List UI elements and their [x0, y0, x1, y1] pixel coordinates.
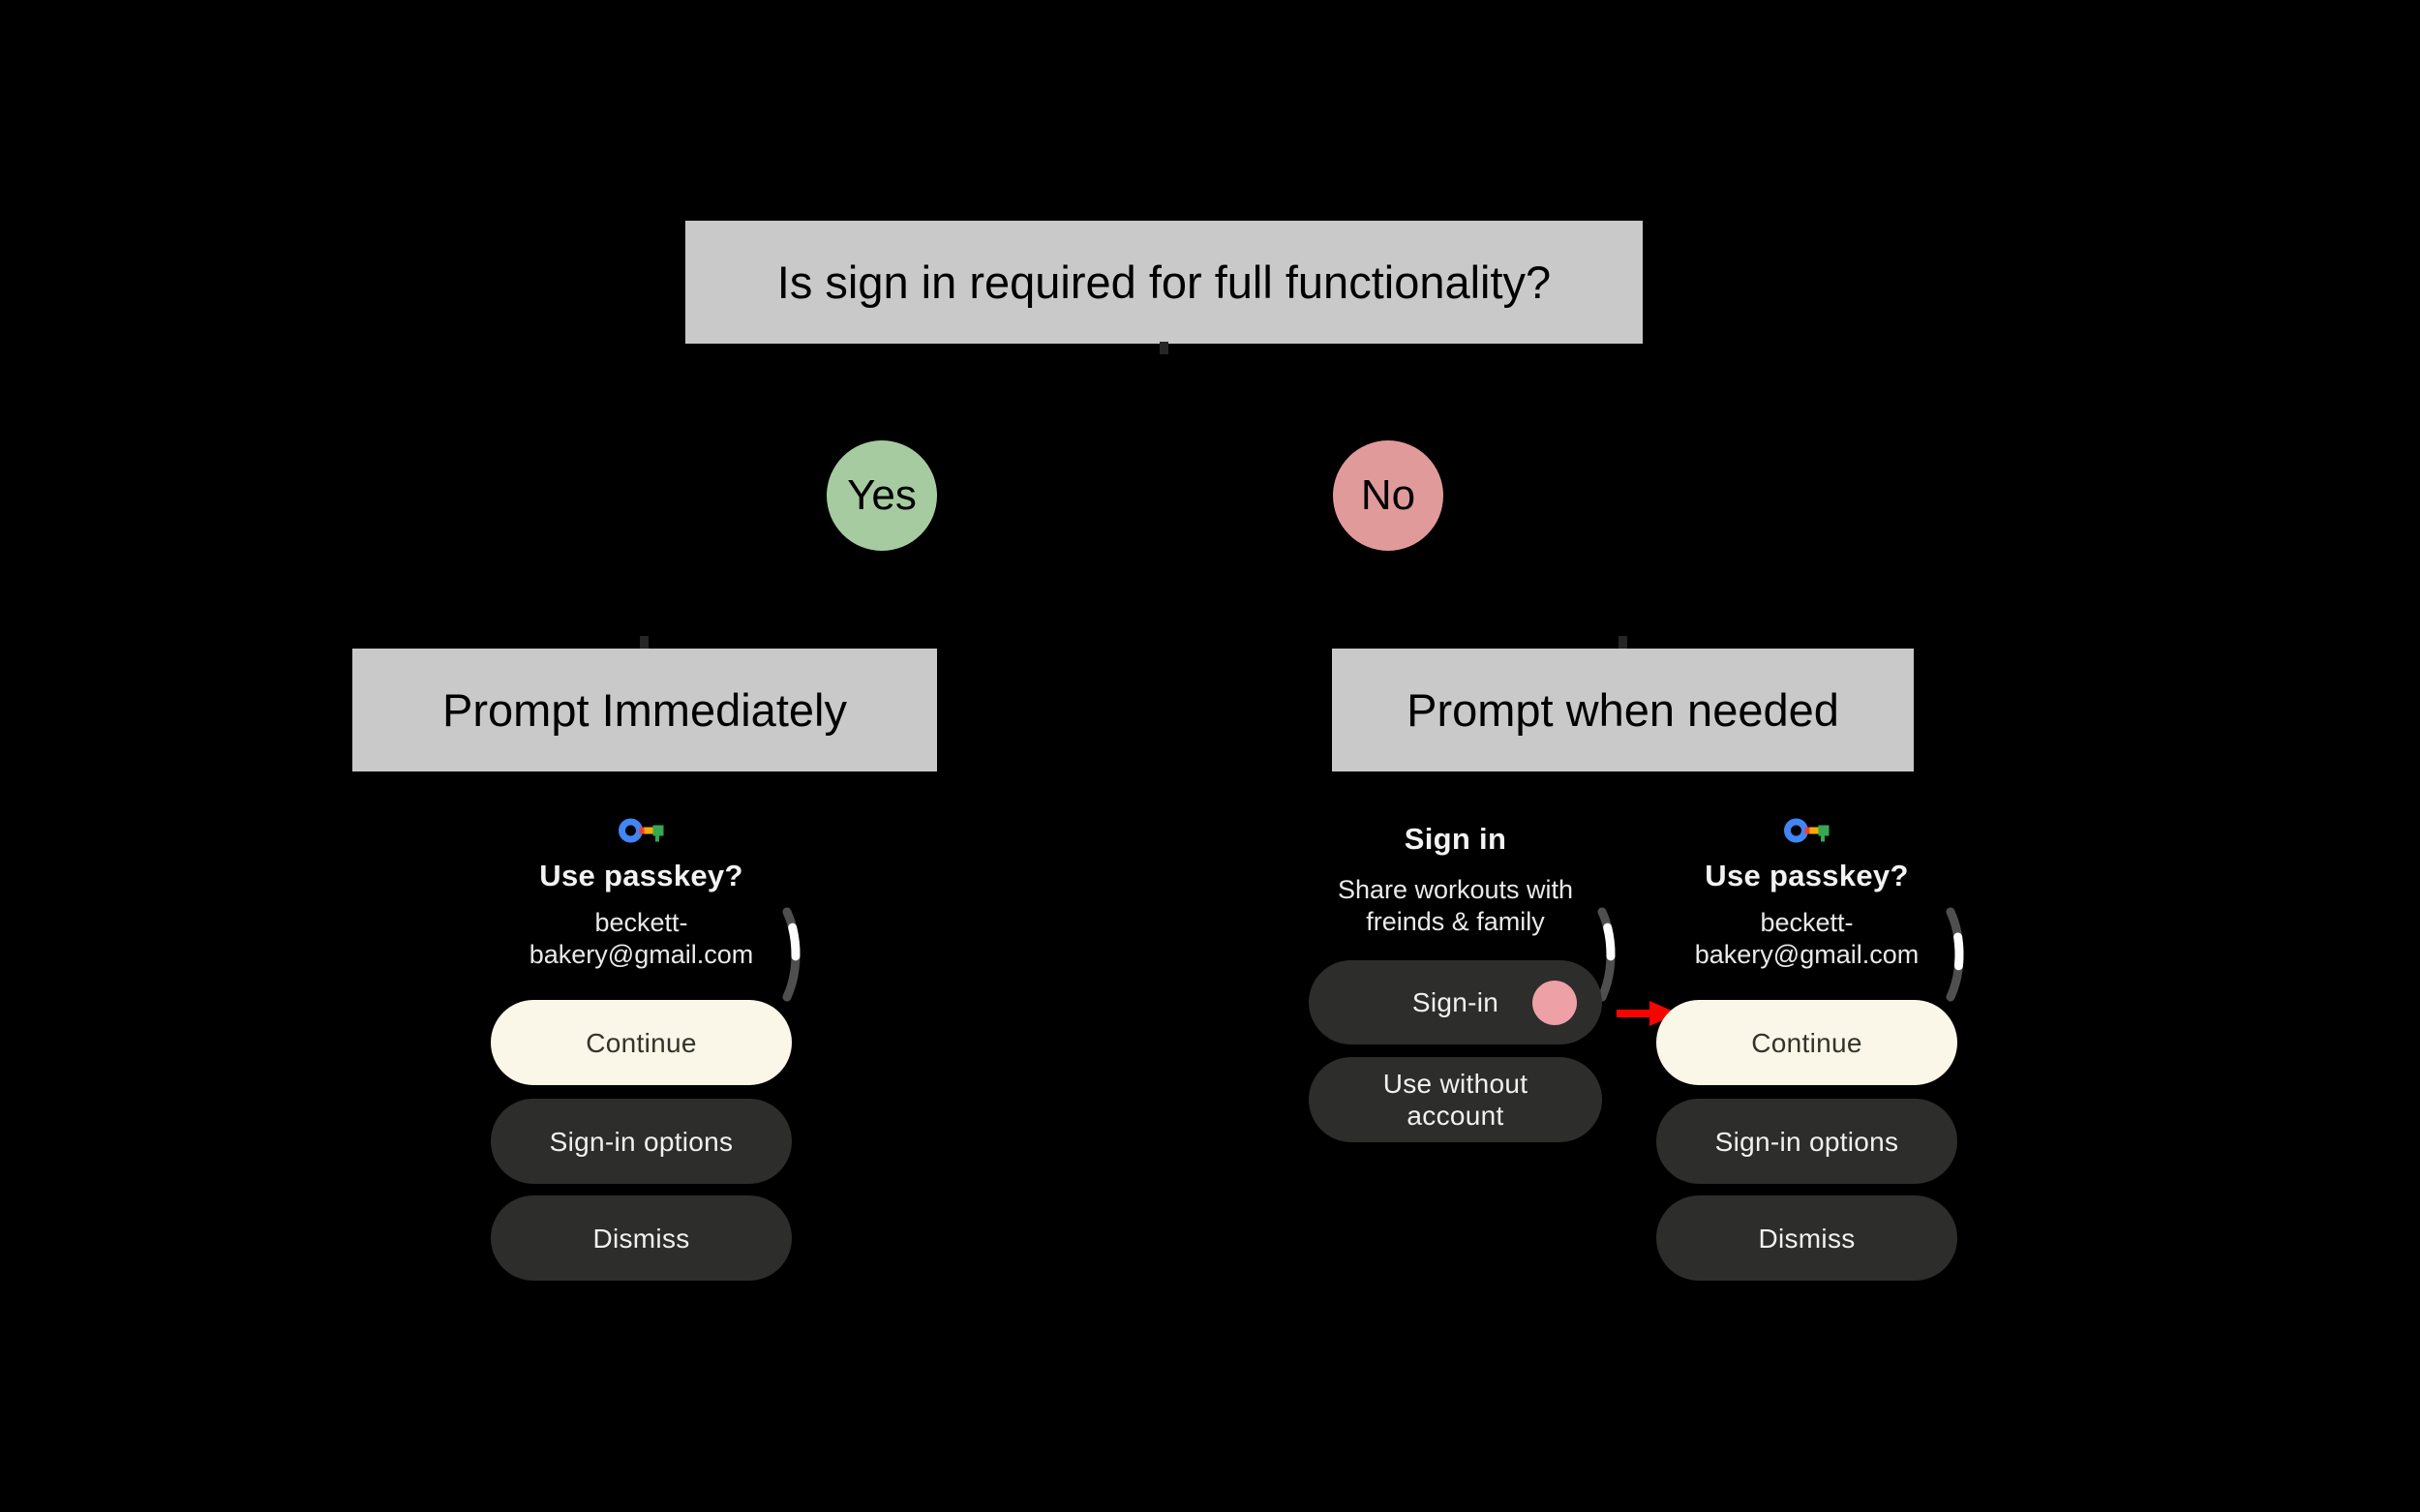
tap-indicator-dot: [1532, 981, 1577, 1025]
watch-screen-signin: Sign in Share workouts with freinds & fa…: [1309, 811, 1616, 1142]
signin-options-label: Sign-in options: [549, 1126, 734, 1157]
question-box: Is sign in required for full functionali…: [685, 221, 1643, 344]
connector-stub-right: [1618, 636, 1627, 649]
yes-label: Yes: [847, 471, 917, 519]
account-email-line1: beckett-: [1760, 908, 1854, 937]
use-without-account-button[interactable]: Use without account: [1309, 1057, 1602, 1142]
signin-options-button[interactable]: Sign-in options: [1656, 1099, 1957, 1184]
signin-options-button[interactable]: Sign-in options: [491, 1099, 792, 1184]
signin-button-label: Sign-in: [1411, 987, 1499, 1017]
account-email-line2: bakery@gmail.com: [529, 940, 754, 969]
use-without-label-line1: Use without: [1382, 1069, 1528, 1099]
no-node: No: [1333, 440, 1443, 551]
account-email: beckett- bakery@gmail.com: [529, 907, 753, 971]
scroll-indicator[interactable]: [780, 907, 805, 1002]
passkey-icon: [1783, 818, 1829, 843]
signin-subtitle-line1: Share workouts with: [1337, 875, 1574, 904]
question-text: Is sign in required for full functionali…: [776, 257, 1552, 308]
passkey-title: Use passkey?: [539, 859, 743, 892]
signin-options-label: Sign-in options: [1714, 1126, 1899, 1157]
signin-button[interactable]: Sign-in: [1309, 960, 1602, 1044]
use-without-label-line2: account: [1407, 1101, 1504, 1131]
dismiss-label: Dismiss: [1758, 1223, 1856, 1254]
passkey-icon: [618, 818, 663, 843]
signin-title: Sign in: [1404, 822, 1507, 856]
watch-screen-passkey-left: Use passkey? beckett- bakery@gmail.com C…: [491, 811, 801, 1281]
continue-button[interactable]: Continue: [1656, 1000, 1957, 1085]
signin-subtitle: Share workouts with freinds & family: [1338, 874, 1573, 938]
yes-node: Yes: [827, 440, 937, 551]
watch-screen-passkey-right: Use passkey? beckett- bakery@gmail.com C…: [1656, 811, 1964, 1281]
continue-button[interactable]: Continue: [491, 1000, 792, 1085]
dismiss-button[interactable]: Dismiss: [491, 1195, 792, 1281]
outcome-box-prompt-immediately: Prompt Immediately: [352, 649, 937, 771]
dismiss-button[interactable]: Dismiss: [1656, 1195, 1957, 1281]
account-email-line2: bakery@gmail.com: [1694, 940, 1920, 969]
scroll-indicator[interactable]: [1595, 907, 1620, 1002]
dismiss-label: Dismiss: [592, 1223, 690, 1254]
continue-label: Continue: [1751, 1027, 1862, 1058]
account-email: beckett- bakery@gmail.com: [1695, 907, 1919, 971]
passkey-title: Use passkey?: [1705, 859, 1909, 892]
continue-label: Continue: [586, 1027, 697, 1058]
outcome-when-needed-label: Prompt when needed: [1407, 684, 1839, 736]
account-email-line1: beckett-: [594, 908, 688, 937]
outcome-box-prompt-when-needed: Prompt when needed: [1332, 649, 1914, 771]
connector-stub-question: [1160, 342, 1168, 354]
connector-stub-left: [640, 636, 649, 649]
outcome-immediately-label: Prompt Immediately: [442, 684, 847, 736]
scroll-indicator[interactable]: [1944, 907, 1969, 1002]
signin-subtitle-line2: freinds & family: [1366, 907, 1545, 936]
no-label: No: [1360, 471, 1416, 519]
